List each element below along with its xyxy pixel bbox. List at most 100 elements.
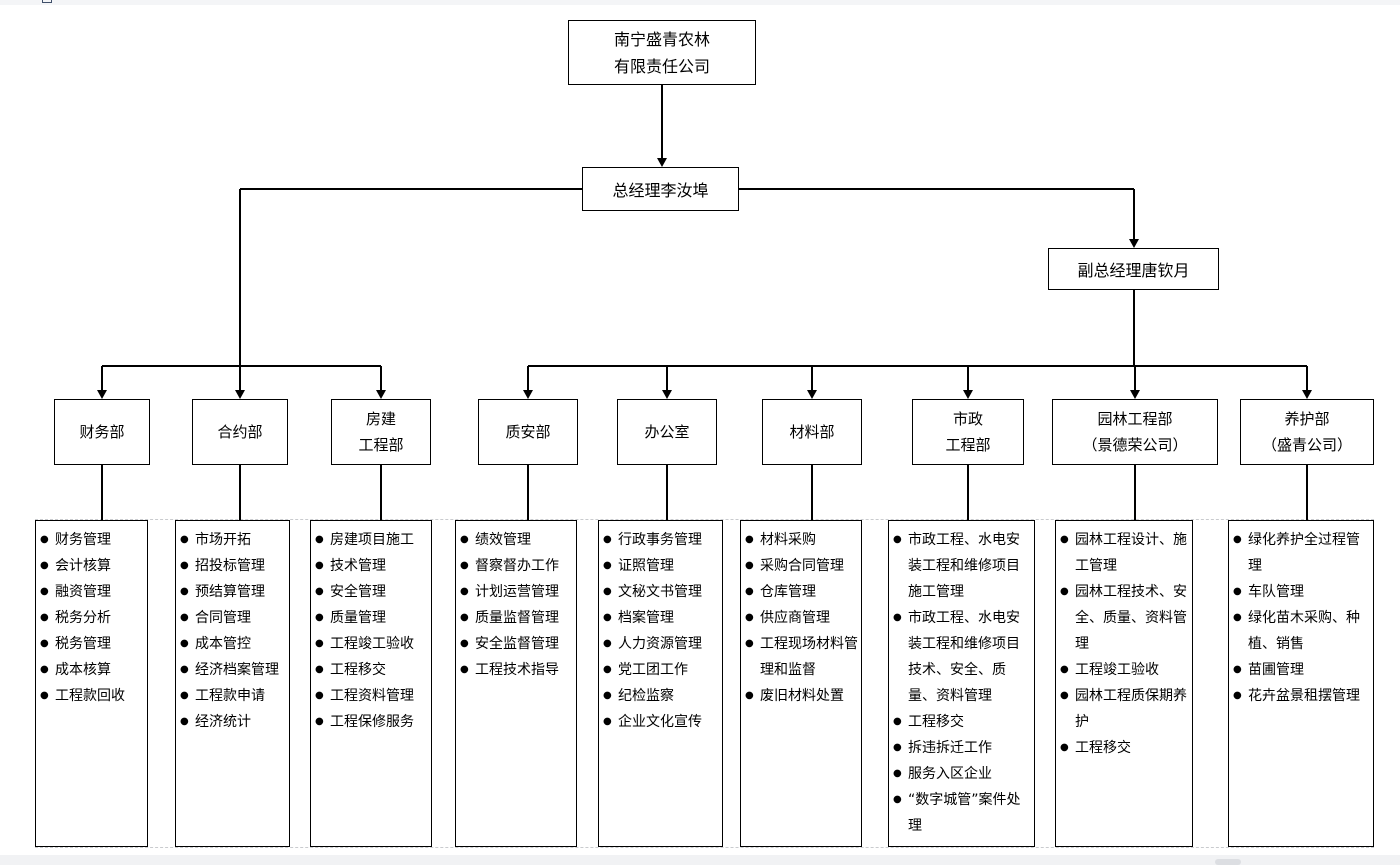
duty-item: ●督察督办工作 [460, 553, 574, 579]
duty-text: 市政工程、水电安装工程和维修项目施工管理 [908, 532, 1020, 600]
connector-line [380, 465, 382, 520]
bullet-icon: ● [745, 586, 754, 597]
duty-item: ●工程移交 [893, 709, 1032, 735]
bullet-icon: ● [180, 690, 189, 701]
dept-box-contracts[interactable]: 合约部 [192, 399, 288, 465]
connector-line [380, 366, 382, 390]
duty-item: ●工程竣工验收 [1060, 657, 1190, 683]
bullet-icon: ● [180, 716, 189, 727]
dept-box-maintenance[interactable]: 养护部（盛青公司） [1240, 399, 1374, 465]
duty-list-contracts[interactable]: ●市场开拓●招投标管理●预结算管理●合同管理●成本管控●经济档案管理●工程款申请… [175, 520, 290, 847]
duty-text: 花卉盆景租摆管理 [1248, 688, 1360, 704]
duty-text: 安全管理 [330, 584, 386, 600]
arrow-head [1130, 390, 1140, 399]
bullet-icon: ● [40, 664, 49, 675]
connector-line [1133, 189, 1135, 239]
duty-text: 经济档案管理 [195, 662, 279, 678]
duty-item: ● 成本核算 [40, 657, 145, 683]
duty-text: 企业文化宣传 [618, 714, 702, 730]
duty-text: 工程技术指导 [475, 662, 559, 678]
deputy-general-manager-label: 副总经理唐钦月 [1077, 261, 1190, 280]
dept-name-line: （盛青公司） [1261, 436, 1352, 454]
connector-line [527, 465, 529, 520]
company-box[interactable]: 南宁盛青农林 有限责任公司 [568, 20, 756, 85]
bullet-icon: ● [1233, 690, 1242, 701]
bullet-icon: ● [40, 690, 49, 701]
duty-list-landscape-engineering[interactable]: ●园林工程设计、施工管理●园林工程技术、安全、质量、资料管理●工程竣工验收●园林… [1055, 520, 1193, 847]
bullet-icon: ● [40, 586, 49, 597]
duty-item: ●成本管控 [180, 631, 287, 657]
duty-text: 人力资源管理 [618, 636, 702, 652]
duty-text: 行政事务管理 [618, 532, 702, 548]
duty-text: 成本管控 [195, 636, 251, 652]
bullet-icon: ● [40, 612, 49, 623]
dept-box-materials[interactable]: 材料部 [762, 399, 862, 465]
dept-box-municipal-engineering[interactable]: 市政工程部 [912, 399, 1024, 465]
bullet-icon: ● [180, 534, 189, 545]
horizontal-scrollbar-thumb[interactable] [1215, 859, 1241, 865]
dept-box-office[interactable]: 办公室 [617, 399, 717, 465]
bullet-icon: ● [180, 560, 189, 571]
connector-line [811, 465, 813, 520]
duty-text: 计划运营管理 [475, 584, 559, 600]
duty-item: ●服务入区企业 [893, 761, 1032, 787]
bullet-icon: ● [893, 534, 902, 545]
duty-text: 房建项目施工 [330, 532, 414, 548]
dept-box-housing-construction[interactable]: 房建工程部 [331, 399, 431, 465]
duty-item: ●财务管理 [40, 527, 145, 553]
dept-box-landscape-engineering[interactable]: 园林工程部（景德荣公司） [1052, 399, 1218, 465]
connector-line [1134, 366, 1136, 390]
arrow-head [97, 390, 107, 399]
duty-list-housing-construction[interactable]: ●房建项目施工●技术管理●安全管理●质量管理●工程竣工验收●工程移交●工程资料管… [310, 520, 432, 847]
dept-name-line: 工程部 [945, 436, 991, 454]
duty-text: 工程资料管理 [330, 688, 414, 704]
dept-name-line: 房建 [365, 410, 396, 428]
duty-text: 质量监督管理 [475, 610, 559, 626]
duty-item: ●车队管理 [1233, 579, 1371, 605]
duty-item: ●工程保修服务 [315, 709, 429, 735]
bullet-icon: ● [460, 638, 469, 649]
duty-item: ●企业文化宣传 [603, 709, 720, 735]
duty-text: “数字城管”案件处理 [908, 792, 1021, 834]
bullet-icon: ● [893, 794, 902, 805]
duty-list-office[interactable]: ●行政事务管理●证照管理●文秘文书管理●档案管理●人力资源管理●党工团工作●纪检… [598, 520, 723, 847]
dept-name-line: 合约部 [217, 423, 263, 441]
connector-line [102, 365, 381, 367]
bullet-icon: ● [315, 690, 324, 701]
duty-item: ●园林工程质保期养护 [1060, 683, 1190, 735]
duty-text: 税务分析 [55, 610, 111, 626]
duty-text: 工程竣工验收 [1075, 662, 1159, 678]
duty-text: 工程款回收 [55, 688, 125, 704]
connector-line [967, 465, 969, 520]
dept-name-line: 工程部 [358, 436, 404, 454]
duty-list-municipal-engineering[interactable]: ● 市政工程、水电安装工程和维修项目施工管理●市政工程、水电安装工程和维修项目技术… [888, 520, 1035, 847]
connector-line [1133, 290, 1135, 366]
duty-item: ●工程移交 [1060, 735, 1190, 761]
partial-square-icon [42, 0, 52, 3]
connector-line [101, 465, 103, 520]
general-manager-box[interactable]: 总经理李汝埠 [582, 167, 739, 211]
dept-box-finance[interactable]: 财务部 [54, 399, 150, 465]
duty-list-quality-safety[interactable]: ●绩效管理●督察督办工作●计划运营管理●质量监督管理●安全监督管理●工程技术指导 [455, 520, 577, 847]
duty-list-finance[interactable]: ●财务管理●会计核算●融资管理●税务分析●税务管理●成本核算●工程款回收 [35, 520, 148, 847]
arrow-head [1129, 239, 1139, 248]
duty-list-maintenance[interactable]: ●绿化养护全过程管理●车队管理●绿化苗木采购、种植、销售●苗圃管理●花卉盆景租摆… [1228, 520, 1374, 847]
duty-text: 质量管理 [330, 610, 386, 626]
deputy-general-manager-box[interactable]: 副总经理唐钦月 [1048, 248, 1219, 290]
duty-item: ●材料采购 [745, 527, 859, 553]
dept-box-quality-safety[interactable]: 质安部 [478, 399, 578, 465]
horizontal-scrollbar-track[interactable] [0, 855, 1400, 865]
arrow-head [657, 158, 667, 167]
duty-item: ●园林工程设计、施工管理 [1060, 527, 1190, 579]
bullet-icon: ● [180, 586, 189, 597]
duty-text: 成本核算 [55, 662, 111, 678]
bullet-icon: ● [893, 768, 902, 779]
connector-line [528, 365, 1307, 367]
duty-item: ●工程技术指导 [460, 657, 574, 683]
duty-list-materials[interactable]: ●材料采购●采购合同管理●仓库管理●供应商管理●工程现场材料管理和监督●废旧材料… [740, 520, 862, 847]
duty-item: ●园林工程技术、安全、质量、资料管理 [1060, 579, 1190, 657]
connector-line [527, 366, 529, 390]
duty-text: 财务管理 [55, 532, 111, 548]
duty-item: ●市政工程、水电安装工程和维修项目技术、安全、质量、资料管理 [893, 605, 1032, 709]
bullet-icon: ● [603, 638, 612, 649]
